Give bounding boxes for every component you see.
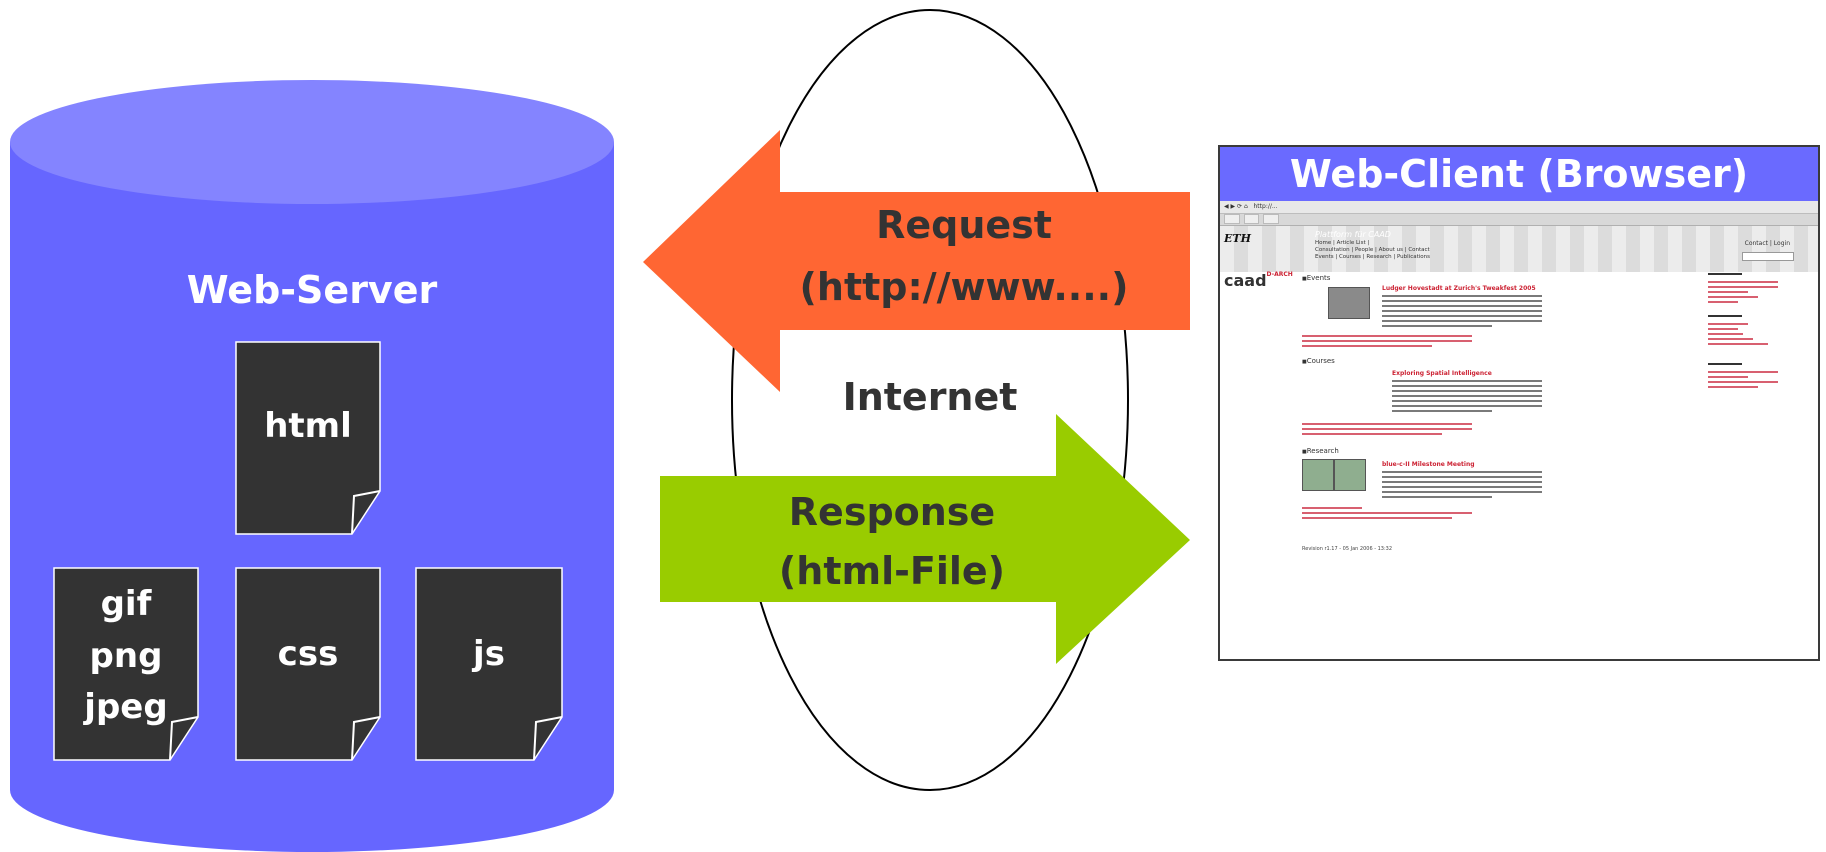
browser-page-header: ETH Plattform für CAAD Home | Article Li… <box>1220 226 1818 272</box>
page-contact-login: Contact | Login <box>1744 240 1790 247</box>
response-label: Response <box>789 490 995 534</box>
courses-headline: Exploring Spatial Intelligence <box>1392 370 1492 377</box>
sidebar-projects <box>1708 315 1778 348</box>
browser-toolbar: ◀ ▶ ⟳ ⌂ http://... <box>1220 201 1818 214</box>
server-top <box>10 80 614 204</box>
web-client-browser: Web-Client (Browser) ◀ ▶ ⟳ ⌂ http://... … <box>1218 145 1820 661</box>
events-thumbnail <box>1328 287 1370 319</box>
page-nav-line-2: Consultation | People | About us | Conta… <box>1315 247 1430 253</box>
events-links <box>1302 335 1472 350</box>
file-icon-css <box>235 567 381 761</box>
section-courses: Courses <box>1302 357 1335 365</box>
section-events: Events <box>1302 274 1331 282</box>
png-label: png <box>90 636 163 676</box>
response-file-label: (html-File) <box>779 549 1005 593</box>
sidebar-related <box>1708 363 1778 391</box>
sidebar-teaching <box>1708 273 1778 306</box>
courses-links <box>1302 423 1472 438</box>
file-icon-images <box>53 567 199 761</box>
request-arrow <box>643 130 1190 392</box>
events-text <box>1382 295 1542 330</box>
courses-text <box>1392 380 1542 415</box>
js-file-label: js <box>471 634 505 674</box>
jpeg-label: jpeg <box>82 687 167 727</box>
file-icon-html <box>235 341 381 535</box>
css-file-label: css <box>278 634 339 674</box>
page-revision: Revision r1.17 - 05 Jan 2006 - 13:32 <box>1302 546 1393 552</box>
research-thumbnail-1 <box>1302 459 1334 491</box>
web-client-title: Web-Client (Browser) <box>1220 147 1818 201</box>
caad-logo: caadD-ARCH <box>1224 271 1293 290</box>
events-headline: Ludger Hovestadt at Zurich's Tweakfest 2… <box>1382 285 1536 292</box>
request-label: Request <box>876 203 1052 247</box>
page-site-title: Plattform für CAAD <box>1315 230 1391 239</box>
web-server-label: Web-Server <box>187 268 438 312</box>
gif-label: gif <box>101 584 153 624</box>
research-text <box>1382 471 1542 501</box>
section-research: Research <box>1302 447 1339 455</box>
page-nav-line-3: Events | Courses | Research | Publicatio… <box>1315 254 1431 260</box>
research-thumbnail-2 <box>1334 459 1366 491</box>
page-nav-line-1: Home | Article List | <box>1315 240 1370 246</box>
response-arrow <box>660 414 1190 664</box>
eth-logo: ETH <box>1224 232 1251 245</box>
research-headline: blue-c-II Milestone Meeting <box>1382 461 1475 468</box>
internet-label: Internet <box>843 375 1018 419</box>
page-search-field <box>1742 252 1794 261</box>
file-icon-js <box>415 567 563 761</box>
browser-tabs <box>1220 214 1818 226</box>
research-links <box>1302 507 1472 522</box>
html-file-label: html <box>264 406 352 446</box>
request-url-label: (http://www....) <box>800 265 1129 309</box>
